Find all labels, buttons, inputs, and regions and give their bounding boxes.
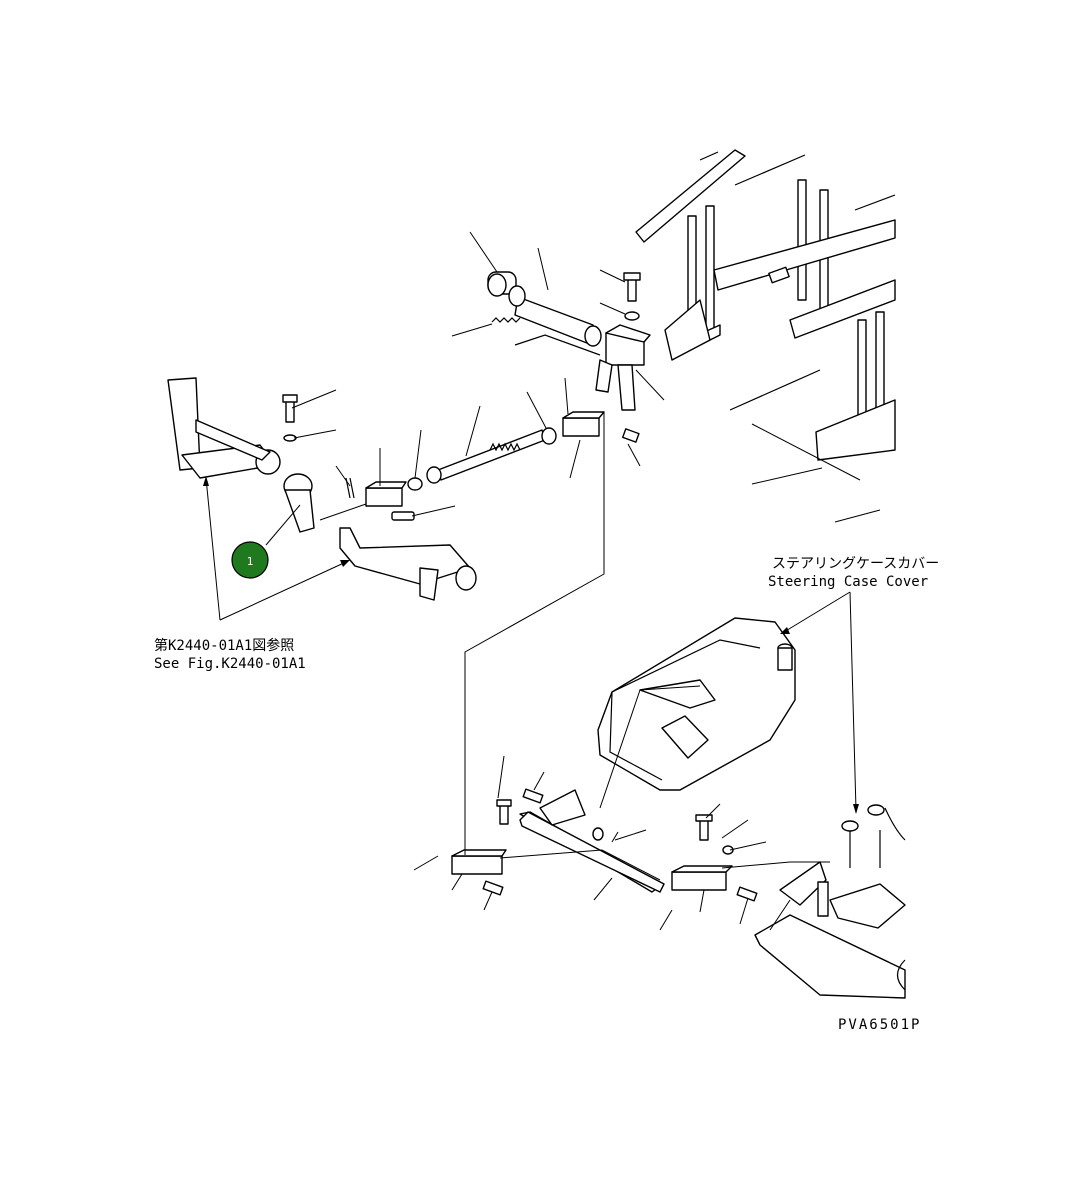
steering-cover-label: ステアリングケースカバー Steering Case Cover [768, 556, 939, 590]
leader-lines [203, 231, 881, 931]
nut-left [407, 477, 423, 491]
upper-linkage [487, 271, 651, 443]
steering-case-cover [597, 617, 796, 791]
callout-1[interactable]: 1 [231, 541, 269, 579]
callout-number: 1 [247, 555, 254, 568]
lower-linkage [451, 788, 758, 902]
clevis-lower-left [451, 855, 503, 875]
rod-assembly [282, 394, 605, 521]
lower-right-bracket [754, 804, 906, 999]
reference-label: 第K2440-01A1図参照 See Fig.K2440-01A1 [154, 637, 306, 672]
reference-en: See Fig.K2440-01A1 [154, 656, 306, 672]
left-lever-assembly [167, 377, 477, 601]
drawing-code: PVA6501P [838, 1017, 921, 1033]
reference-jp: 第K2440-01A1図参照 [154, 637, 294, 654]
clevis-lower-right [671, 871, 727, 891]
steering-cover-jp: ステアリングケースカバー [772, 556, 939, 572]
clevis-right [562, 417, 600, 437]
threaded-rod [437, 429, 546, 481]
clevis-left [365, 487, 403, 507]
spring [491, 317, 521, 323]
frame-structure [635, 149, 896, 461]
steering-cover-en: Steering Case Cover [768, 574, 928, 590]
